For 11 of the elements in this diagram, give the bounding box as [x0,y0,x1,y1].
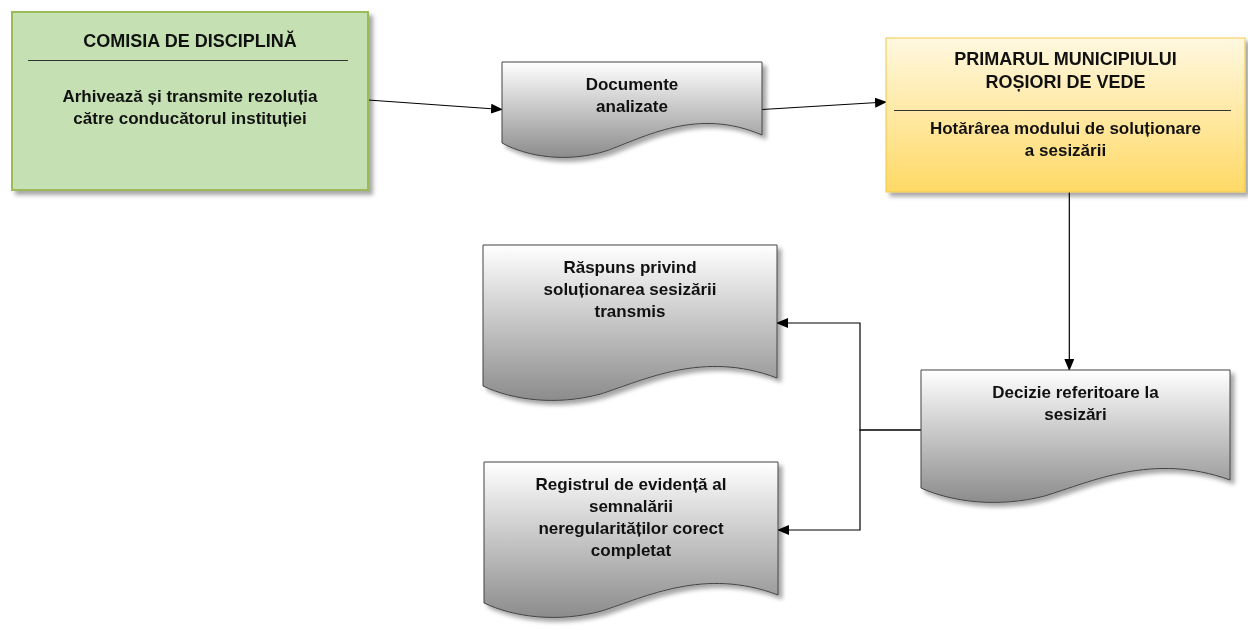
arrow [777,429,922,535]
document-text: Răspuns privind soluționarea sesizării transmis [542,257,718,324]
document-text: Registrul de evidență al semnalării neregularităților corect completat [534,474,728,563]
box-text: Hotărârea modului de soluționare a sesizării [928,118,1203,163]
document-text: Documente analizate [584,74,680,119]
box-text: Arhivează și transmite rezoluția către conducătorul instituției [62,86,318,131]
arrow [1064,191,1075,371]
box-heading: PRIMARUL MUNICIPIULUI ROȘIORI DE VEDE [953,48,1178,95]
arrow [761,97,887,111]
document-text: Decizie referitoare la sesizări [991,382,1160,427]
box-heading: COMISIA DE DISCIPLINĂ [82,30,298,53]
